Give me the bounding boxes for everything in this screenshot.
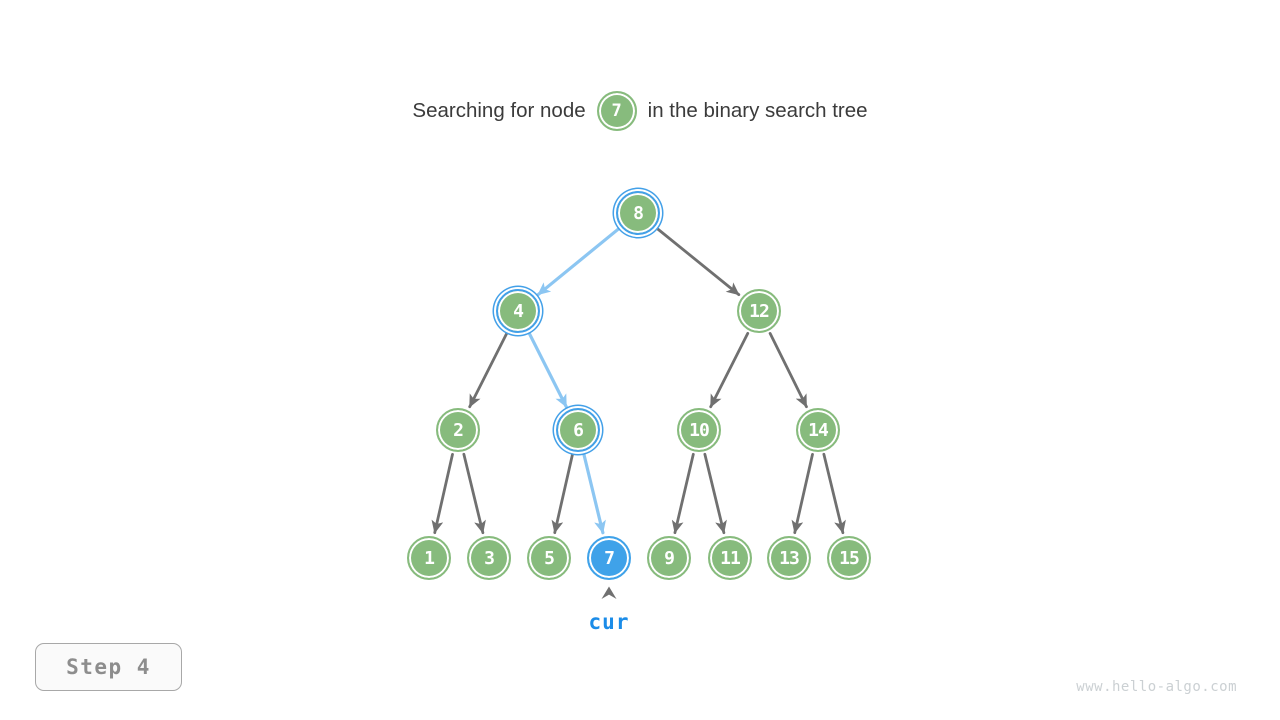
tree-node-14: 14 xyxy=(796,408,840,452)
tree-node-2: 2 xyxy=(436,408,480,452)
tree-node-9: 9 xyxy=(647,536,691,580)
tree-node-7: 7 xyxy=(587,536,631,580)
tree-edge-6-7 xyxy=(582,452,606,535)
tree-node-4: 4 xyxy=(496,289,540,333)
title-suffix: in the binary search tree xyxy=(647,99,868,122)
tree-node-12: 12 xyxy=(737,289,781,333)
cur-label: cur xyxy=(588,610,630,634)
tree-edge-2-3 xyxy=(462,452,486,535)
tree-edge-2-1 xyxy=(431,452,454,535)
title-prefix: Searching for node xyxy=(412,99,586,122)
tree-edge-6-5 xyxy=(551,452,574,535)
tree-node-3: 3 xyxy=(467,536,511,580)
tree-edge-10-9 xyxy=(671,452,695,535)
tree-node-15: 15 xyxy=(827,536,871,580)
tree-edge-12-14 xyxy=(768,331,808,409)
tree-edge-12-10 xyxy=(709,331,750,409)
tree-node-13: 13 xyxy=(767,536,811,580)
tree-node-11: 11 xyxy=(708,536,752,580)
tree-node-8: 8 xyxy=(616,191,660,235)
tree-node-1: 1 xyxy=(407,536,451,580)
step-badge: Step 4 xyxy=(35,643,182,691)
tree-edge-8-12 xyxy=(656,227,741,297)
tree-node-10: 10 xyxy=(677,408,721,452)
tree-node-6: 6 xyxy=(556,408,600,452)
watermark: www.hello-algo.com xyxy=(1076,679,1237,695)
tree-edge-14-15 xyxy=(822,452,846,535)
title-target-node-badge: 7 xyxy=(596,91,637,131)
step-badge-label: Step 4 xyxy=(66,655,151,679)
diagram-title: Searching for node 7 in the binary searc… xyxy=(0,88,1280,134)
tree-edge-4-6 xyxy=(527,331,568,409)
tree-edge-8-4 xyxy=(536,227,621,297)
tree-node-5: 5 xyxy=(527,536,571,580)
tree-edge-10-11 xyxy=(703,452,727,535)
cur-arrow-icon xyxy=(601,586,617,599)
tree-edge-4-2 xyxy=(468,331,509,409)
tree-edge-14-13 xyxy=(791,452,814,535)
